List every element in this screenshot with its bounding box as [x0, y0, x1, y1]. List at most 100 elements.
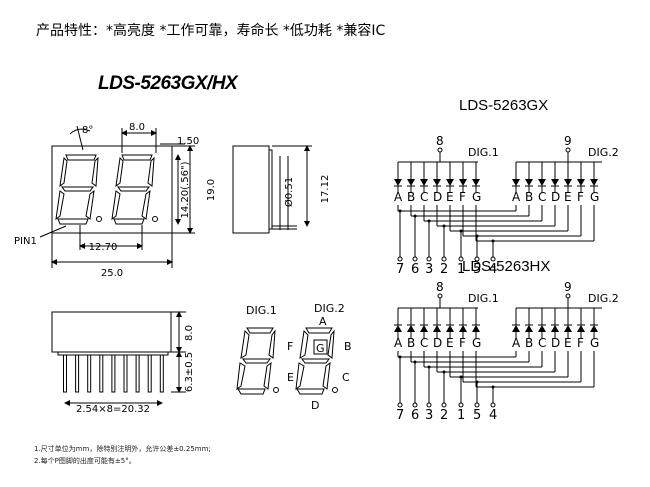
seg-label-e: E	[287, 371, 294, 384]
seg-dig1-label: DIG.1	[246, 304, 277, 317]
pin-number: 7	[396, 408, 404, 423]
led-diode	[551, 179, 559, 186]
bottom-pin	[147, 354, 152, 393]
seg-digit-2	[295, 327, 338, 395]
segment-letter: E	[564, 190, 572, 204]
segment-letter: G	[472, 190, 481, 204]
dig-label: DIG.2	[588, 292, 619, 305]
segment-letter: A	[394, 336, 403, 350]
pin-terminal	[441, 256, 447, 262]
bottom-pin	[123, 354, 128, 393]
segment-letter: F	[459, 336, 466, 350]
common-pin-number: 9	[564, 134, 572, 148]
segment-letter: E	[446, 336, 454, 350]
junction-dot	[442, 224, 446, 228]
pin-terminal	[397, 256, 403, 262]
led-diode	[564, 179, 572, 186]
pin-number: 1	[457, 408, 465, 423]
junction-dot	[442, 370, 446, 374]
junction-dot	[398, 209, 402, 213]
led-diode	[525, 325, 533, 332]
pin-terminal	[458, 256, 464, 262]
led-diode	[538, 325, 546, 332]
pin-number: 6	[411, 408, 419, 423]
bottom-view	[51, 311, 186, 406]
pin-number: 1	[457, 262, 465, 277]
led-diode	[407, 325, 415, 332]
segment-letter: C	[420, 190, 428, 204]
angle-label: 8°	[82, 125, 93, 136]
segment-letter: F	[577, 336, 584, 350]
depth-label: 17.12	[320, 175, 331, 204]
led-diode	[459, 179, 467, 186]
segment-letter: B	[407, 190, 415, 204]
led-diode	[433, 325, 441, 332]
segment-letter: G	[590, 190, 599, 204]
side-view	[232, 145, 312, 234]
led-diode	[525, 179, 533, 186]
digit-width-label: 8.0	[129, 122, 145, 133]
led-diode	[472, 325, 480, 332]
pin-number: 2	[440, 262, 448, 277]
led-diode	[472, 179, 480, 186]
pin-number: 5	[473, 262, 481, 277]
bottom-pin	[75, 354, 80, 393]
pin1-label: PIN1	[14, 236, 37, 247]
pin-number: 5	[473, 408, 481, 423]
pin-number: 4	[489, 408, 497, 423]
pin-terminal	[441, 402, 447, 408]
front-view	[39, 125, 195, 268]
led-diode	[446, 325, 454, 332]
pin-terminal	[426, 402, 432, 408]
junction-dot	[491, 385, 495, 389]
segment-letter: G	[472, 336, 481, 350]
seg-label-a: A	[319, 315, 327, 328]
pin-terminal	[490, 402, 496, 408]
gap-label: 1.50	[177, 136, 199, 147]
junction-dot	[427, 365, 431, 369]
led-diode	[512, 179, 520, 186]
pin-number: 7	[396, 262, 404, 277]
led-diode	[590, 325, 598, 332]
model-title: LDS-5263GX/HX	[98, 73, 238, 94]
side-dim-labels: Ø0.51 17.12	[283, 175, 331, 207]
segment-letter: E	[446, 190, 454, 204]
junction-dot	[413, 214, 417, 218]
pin-terminal	[397, 402, 403, 408]
segment-letter: C	[420, 336, 428, 350]
pin-dia-label: Ø0.51	[283, 177, 295, 207]
dig-label: DIG.1	[468, 146, 499, 159]
circuit-hx-title: LDS-5263HX	[462, 258, 551, 275]
common-pin-number: 8	[436, 280, 444, 294]
bottom-dim-labels: 2.54×8=20.32 8.0 6.3±0.5	[76, 325, 195, 415]
pin-terminal	[412, 402, 418, 408]
segment-letter: B	[525, 336, 533, 350]
led-diode	[420, 325, 428, 332]
segment-letter: D	[551, 336, 560, 350]
junction-dot	[398, 355, 402, 359]
pin-number: 2	[440, 408, 448, 423]
pin-terminal	[412, 256, 418, 262]
segment-letter: F	[459, 190, 466, 204]
led-diode	[446, 179, 454, 186]
seg-dig2-label: DIG.2	[314, 302, 345, 315]
pin-number: 4	[489, 262, 497, 277]
segment-diagram	[236, 327, 338, 395]
junction-dot	[413, 360, 417, 364]
pin-terminal	[474, 402, 480, 408]
segment-letter: G	[590, 336, 599, 350]
led-diode	[420, 179, 428, 186]
junction-dot	[459, 375, 463, 379]
junction-dot	[491, 239, 495, 243]
pin-terminal	[490, 256, 496, 262]
led-diode	[459, 325, 467, 332]
segment-letter: B	[407, 336, 415, 350]
common-pin-terminal	[437, 147, 443, 153]
seg-label-d: D	[311, 399, 319, 412]
bottom-pin	[111, 354, 116, 393]
segment-letter: C	[538, 190, 546, 204]
